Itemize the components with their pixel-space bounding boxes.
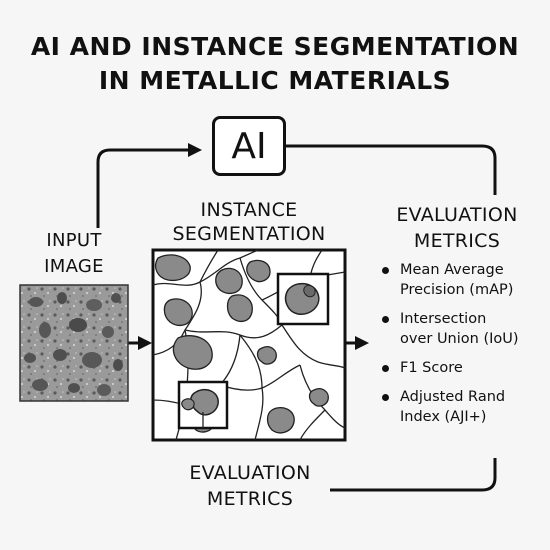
input-particle [39,322,51,338]
bullet-icon [382,365,389,372]
segmentation-map [151,248,347,442]
input-particle [53,349,67,361]
detection-box-upper-particle-small [303,285,316,298]
segmented-particle [215,267,243,295]
evaluation-right-label-line-1: EVALUATION [396,204,518,226]
metric-line-1: Mean Average [400,262,504,278]
input-particle [82,352,102,368]
evaluation-bottom-label-line-1: EVALUATION [189,462,311,484]
input-to-ai-connector [96,148,190,228]
input-particle [97,384,111,396]
input-to-segmentation-arrowhead [138,336,152,350]
evaluation-feedback-connector [330,458,497,492]
metric-item: Mean Average Precision (mAP) [380,260,545,300]
metric-line-1: Adjusted Rand [400,389,506,405]
title-line-2: IN METALLIC MATERIALS [98,66,452,95]
segmented-particle [163,298,193,327]
evaluation-right-label-line-2: METRICS [413,230,501,252]
segmentation-label-line-1: INSTANCE [200,199,298,221]
segmented-particle [308,388,329,407]
metric-line-2: Index (AJI+) [400,409,487,425]
metric-line-2: over Union (IoU) [400,331,519,347]
ai-to-evaluation-connector [286,144,497,195]
input-particle [111,293,121,303]
input-label-line-1: INPUT [46,230,102,251]
metric-line-1: F1 Score [400,360,463,376]
input-particle [29,297,43,307]
metric-line-2: Precision (mAP) [400,282,514,298]
metrics-list: Mean Average Precision (mAP) Intersectio… [380,260,545,436]
segmentation-to-metrics-arrowhead [355,336,369,350]
input-particle [32,379,48,391]
title-line-1: AI AND INSTANCE SEGMENTATION [30,32,520,61]
bullet-icon [382,267,389,274]
segmented-particle [256,346,277,365]
segmented-particle [266,407,295,434]
segmented-particle [172,335,213,370]
input-particle [86,299,102,311]
metric-line-1: Intersection [400,311,487,327]
segmentation-label-line-2: SEGMENTATION [172,223,326,245]
ai-box: AI [212,116,286,176]
detection-box-lower-particle-small [181,398,195,411]
bullet-icon [382,394,389,401]
input-particle [113,359,123,371]
metric-item: F1 Score [380,358,545,378]
metric-item: Intersection over Union (IoU) [380,309,545,349]
segmented-particle [246,259,271,283]
input-particle [69,318,87,332]
segmented-particle [226,294,253,323]
segmented-particle [154,254,191,282]
evaluation-bottom-label-line-2: METRICS [206,488,294,510]
metric-item: Adjusted Rand Index (AJI+) [380,387,545,427]
input-particle [68,383,80,393]
input-micrograph [19,284,129,402]
bullet-icon [382,316,389,323]
input-particle [24,353,36,363]
input-particle [57,292,67,304]
input-to-ai-arrowhead [188,143,202,157]
input-label-line-2: IMAGE [44,256,104,277]
input-particle [102,326,114,338]
